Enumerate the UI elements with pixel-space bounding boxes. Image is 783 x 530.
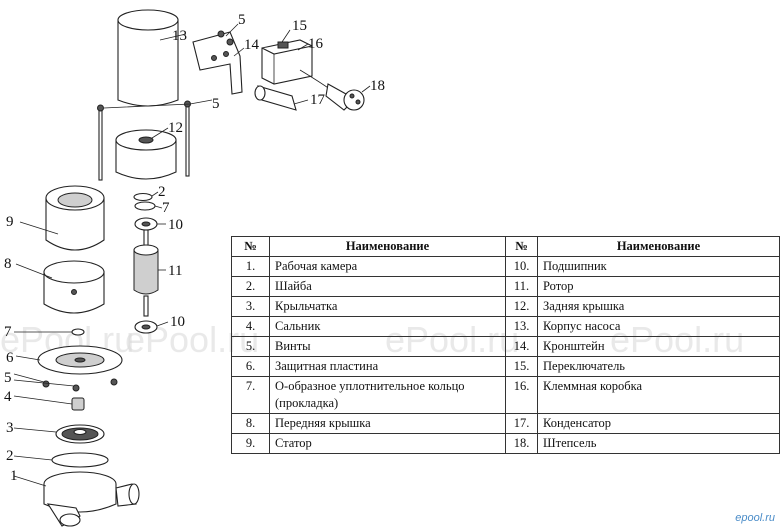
- cell-name: Задняя крышка: [537, 296, 780, 317]
- callout-11: 11: [168, 263, 182, 279]
- cell-number: 9.: [231, 433, 270, 454]
- cell-number: 16.: [505, 376, 538, 414]
- cell-number: 1.: [231, 256, 270, 277]
- callout-17: 17: [310, 92, 326, 108]
- callout-13: 13: [172, 28, 187, 44]
- cell-name: Штепсель: [537, 433, 780, 454]
- table-row: 4. Сальник 13. Корпус насоса: [231, 316, 780, 337]
- cell-number: 8.: [231, 413, 270, 434]
- cell-name: Конденсатор: [537, 413, 780, 434]
- cell-number: 6.: [231, 356, 270, 377]
- lower-washer: [13, 452, 109, 468]
- cell-name: О-образное уплотнительное кольцо (прокла…: [269, 376, 506, 414]
- cell-number: 15.: [505, 356, 538, 377]
- table-row: 9. Статор 18. Штепсель: [231, 433, 780, 454]
- stator: [19, 185, 105, 251]
- top-screws: [217, 23, 239, 46]
- terminal-box: [261, 29, 313, 85]
- callout-16: 16: [308, 36, 324, 52]
- upper-bearing: [134, 217, 166, 231]
- cell-number: 13.: [505, 316, 538, 337]
- callout-labels: 1 2 2 3 4 5 5 5 6 7 7 8 9 10 10 11 12 13…: [4, 12, 385, 484]
- cell-number: 14.: [505, 336, 538, 357]
- rear-cover: [115, 127, 177, 180]
- callout-7-upper: 7: [162, 200, 170, 216]
- cell-name: Корпус насоса: [537, 316, 780, 337]
- protective-plate: [15, 345, 123, 375]
- working-chamber: [13, 471, 140, 527]
- callout-7-lower: 7: [4, 324, 12, 340]
- parts-table: № Наименование № Наименование 1. Рабочая…: [231, 236, 780, 454]
- cell-number: 5.: [231, 336, 270, 357]
- callout-15: 15: [292, 18, 307, 34]
- table-row: 6. Защитная пластина 15. Переключатель: [231, 356, 780, 377]
- cell-name: Клеммная коробка: [537, 376, 780, 414]
- cell-name: Передняя крышка: [269, 413, 506, 434]
- impeller: [13, 424, 105, 444]
- header-number-left: №: [231, 236, 270, 257]
- cell-number: 11.: [505, 276, 538, 297]
- cell-name: Защитная пластина: [269, 356, 506, 377]
- lower-bearing: [134, 320, 169, 334]
- long-screws: [97, 99, 213, 181]
- callout-5-mid: 5: [212, 96, 220, 112]
- cell-name: Кронштейн: [537, 336, 780, 357]
- cell-name: Статор: [269, 433, 506, 454]
- cell-number: 2.: [231, 276, 270, 297]
- cell-number: 18.: [505, 433, 538, 454]
- callout-12: 12: [168, 120, 183, 136]
- callout-2-upper: 2: [158, 184, 166, 200]
- plug: [299, 69, 371, 111]
- seal: [13, 395, 85, 411]
- callout-2: 2: [6, 448, 14, 464]
- callout-14: 14: [244, 37, 260, 53]
- cell-number: 3.: [231, 296, 270, 317]
- callout-10-upper: 10: [168, 217, 183, 233]
- cell-number: 7.: [231, 376, 270, 414]
- cell-name: Подшипник: [537, 256, 780, 277]
- cell-name: Крыльчатка: [269, 296, 506, 317]
- table-row: 2. Шайба 11. Ротор: [231, 276, 780, 297]
- cell-name: Рабочая камера: [269, 256, 506, 277]
- cell-name: Ротор: [537, 276, 780, 297]
- cell-number: 17.: [505, 413, 538, 434]
- cell-number: 12.: [505, 296, 538, 317]
- callout-6: 6: [6, 350, 14, 366]
- table-row: 3. Крыльчатка 12. Задняя крышка: [231, 296, 780, 317]
- cell-name: Сальник: [269, 316, 506, 337]
- callout-9: 9: [6, 214, 14, 230]
- front-cover: [15, 260, 105, 314]
- pump-housing: [117, 9, 187, 107]
- cell-name: Шайба: [269, 276, 506, 297]
- header-number-right: №: [505, 236, 538, 257]
- callout-3: 3: [6, 420, 14, 436]
- capacitor: [254, 85, 309, 111]
- callout-10-lower: 10: [170, 314, 185, 330]
- cell-name: Переключатель: [537, 356, 780, 377]
- table-row: 7. О-образное уплотнительное кольцо (про…: [231, 376, 780, 414]
- header-name-right: Наименование: [537, 236, 780, 257]
- callout-18: 18: [370, 78, 385, 94]
- cell-number: 4.: [231, 316, 270, 337]
- callout-1: 1: [10, 468, 18, 484]
- lower-screws: [13, 373, 118, 392]
- upper-washer: [133, 191, 163, 211]
- callout-8: 8: [4, 256, 12, 272]
- brand-logo-text: epool.ru: [735, 512, 775, 524]
- callout-5-top: 5: [238, 12, 246, 28]
- callout-5-lower: 5: [4, 370, 12, 386]
- table-row: 5. Винты 14. Кронштейн: [231, 336, 780, 357]
- rotor: [133, 229, 166, 317]
- table-row: 8. Передняя крышка 17. Конденсатор: [231, 413, 780, 434]
- callout-4: 4: [4, 389, 12, 405]
- header-name-left: Наименование: [269, 236, 506, 257]
- cell-name: Винты: [269, 336, 506, 357]
- table-row: 1. Рабочая камера 10. Подшипник: [231, 256, 780, 277]
- parts-table-header-row: № Наименование № Наименование: [231, 236, 780, 257]
- bracket: [192, 31, 245, 95]
- cell-number: 10.: [505, 256, 538, 277]
- lower-o-ring: [14, 328, 85, 336]
